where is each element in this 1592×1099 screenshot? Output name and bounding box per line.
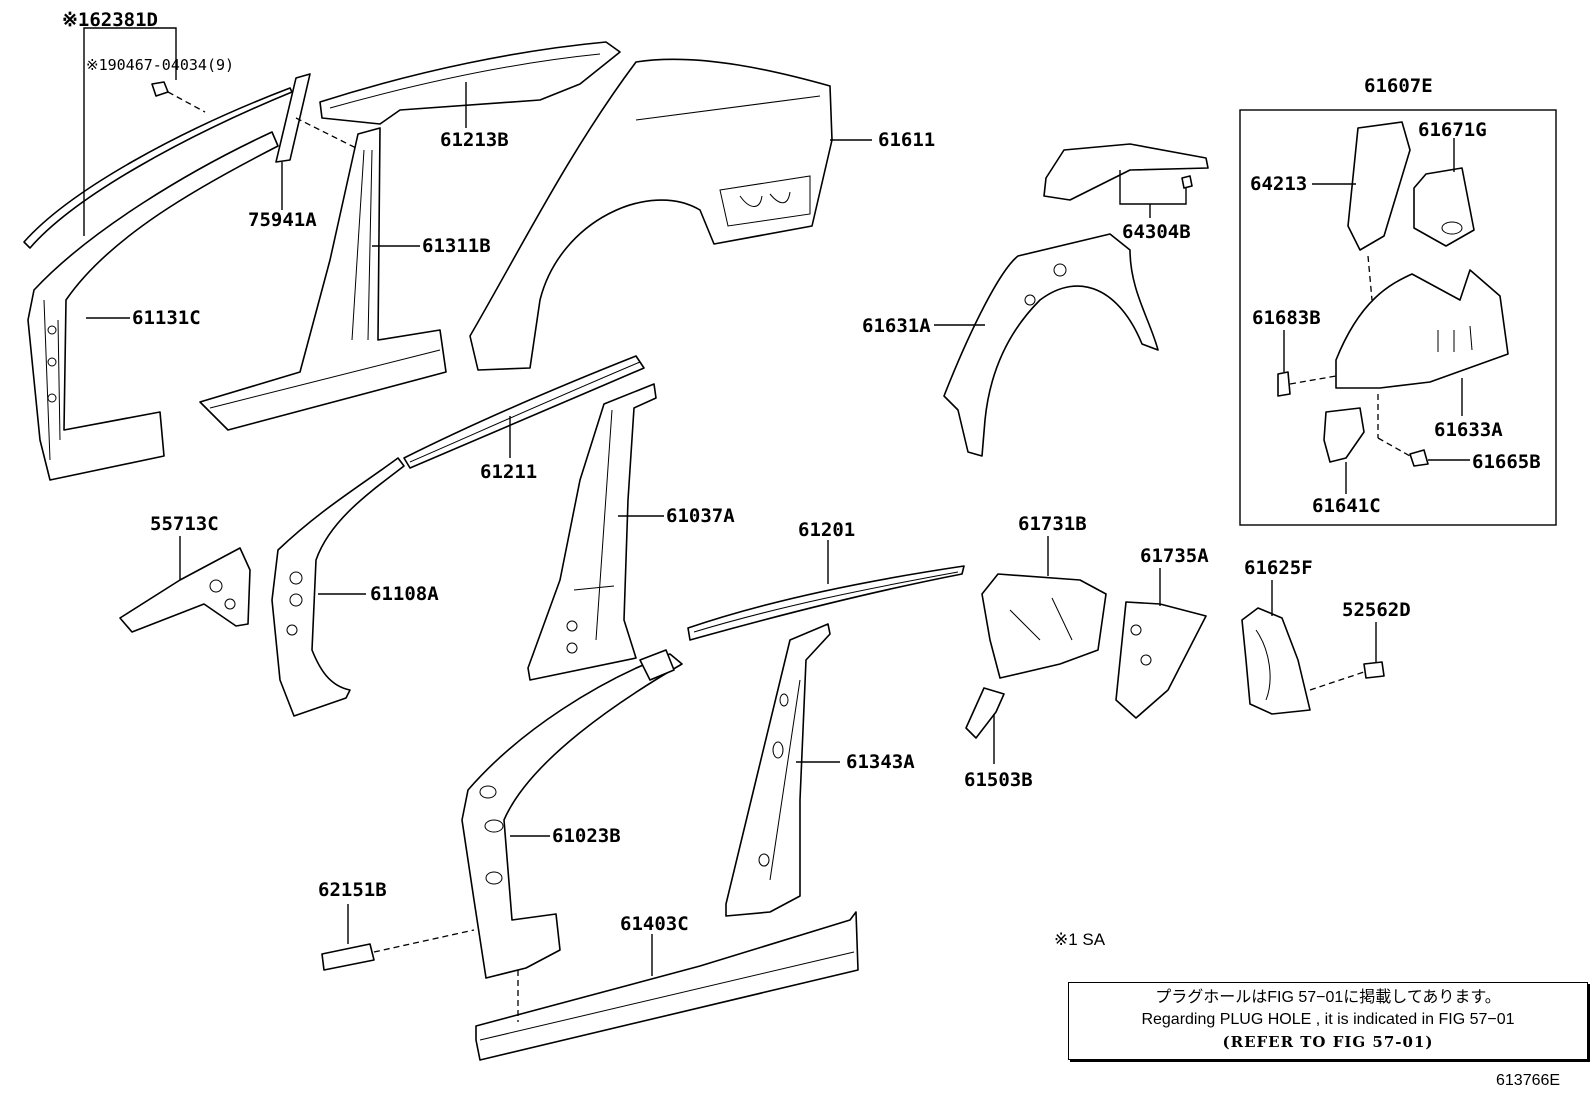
part-61665B	[1377, 394, 1429, 467]
label-61108A: 61108A	[370, 583, 439, 605]
part-61633A	[1335, 269, 1509, 389]
note-reference: (REFER TO FIG 57-01)	[1222, 1033, 1434, 1051]
part-61683B	[1277, 371, 1337, 397]
part-61201	[687, 565, 965, 641]
label-61201: 61201	[798, 519, 855, 541]
label-61641C: 61641C	[1312, 495, 1381, 517]
part-61631A	[943, 233, 1159, 457]
part-61403C	[475, 911, 859, 1061]
part-61343A	[725, 623, 831, 917]
part-61108A	[271, 457, 405, 717]
part-55713C	[119, 547, 251, 633]
label-90467-clip: ※190467-04034(9)	[86, 56, 234, 74]
footnote-sa: ※1 SA	[1054, 930, 1106, 949]
part-62151B	[321, 929, 475, 971]
part-61311B	[199, 127, 447, 431]
label-61625F: 61625F	[1244, 557, 1313, 579]
label-61735A: 61735A	[1140, 545, 1209, 567]
label-55713C: 55713C	[150, 513, 219, 535]
part-90467-clip	[151, 81, 206, 113]
note-japanese: プラグホールはFIG 57−01に掲載してあります。	[1155, 989, 1501, 1006]
plug-hole-note: プラグホールはFIG 57−01に掲載してあります。 Regarding PLU…	[1068, 982, 1588, 1060]
part-61503B	[965, 687, 1005, 739]
label-61343A: 61343A	[846, 751, 915, 773]
label-61731B: 61731B	[1018, 513, 1087, 535]
label-61683B: 61683B	[1252, 307, 1321, 329]
part-61211	[403, 355, 645, 469]
label-52562D: 52562D	[1342, 599, 1411, 621]
part-61213B	[319, 41, 621, 125]
label-61037A: 61037A	[666, 505, 735, 527]
label-61671G: 61671G	[1418, 119, 1487, 141]
part-61131C	[27, 131, 279, 481]
figure-code: 613766E	[1496, 1072, 1561, 1089]
part-61037A	[527, 383, 657, 681]
label-61503B: 61503B	[964, 769, 1033, 791]
note-english: Regarding PLUG HOLE , it is indicated in…	[1141, 1011, 1515, 1028]
part-52562D	[1309, 661, 1385, 691]
label-61665B: 61665B	[1472, 451, 1541, 473]
part-64213	[1347, 121, 1411, 251]
part-61671G	[1413, 167, 1475, 247]
part-61731B	[981, 573, 1107, 679]
label-61023B: 61023B	[552, 825, 621, 847]
label-61311B: 61311B	[422, 235, 491, 257]
part-61625F	[1241, 607, 1311, 715]
label-64213: 64213	[1250, 173, 1307, 195]
part-61641C	[1323, 407, 1365, 463]
label-61131C: 61131C	[132, 307, 201, 329]
label-75941A: 75941A	[248, 209, 317, 231]
label-64304B: 64304B	[1122, 221, 1191, 243]
part-61023B	[461, 649, 683, 979]
part-61611	[469, 58, 833, 371]
label-61213B: 61213B	[440, 129, 509, 151]
label-61631A: 61631A	[862, 315, 931, 337]
part-64304B	[1043, 143, 1209, 201]
label-61611: 61611	[878, 129, 935, 151]
group-61607E-box	[1239, 109, 1557, 526]
part-75941A	[275, 73, 357, 163]
label-62381D: ※162381D	[62, 9, 158, 31]
label-61633A: 61633A	[1434, 419, 1503, 441]
part-61735A	[1115, 601, 1207, 719]
label-61607E: 61607E	[1364, 75, 1433, 97]
label-62151B: 62151B	[318, 879, 387, 901]
label-61403C: 61403C	[620, 913, 689, 935]
label-61211: 61211	[480, 461, 537, 483]
